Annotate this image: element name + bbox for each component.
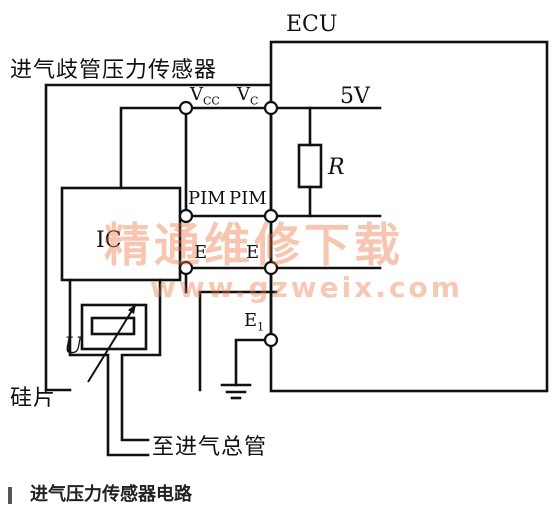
pim-left-label: PIM	[188, 188, 226, 209]
figure-caption: 进气压力传感器电路	[30, 484, 192, 505]
sensor-label: 进气歧管压力传感器	[10, 58, 218, 83]
u-label: U	[64, 334, 83, 359]
silicon-chip	[90, 316, 136, 336]
vc-label: VC	[237, 86, 258, 107]
resistor-label: R	[328, 155, 345, 180]
e1-label-sub: 1	[257, 320, 265, 334]
vc-label-main: V	[237, 84, 250, 105]
e2-right-label: E	[246, 242, 260, 263]
supply-label: 5V	[340, 84, 370, 109]
watermark-chinese: 精通维修下载	[104, 218, 404, 272]
node-pim-left	[178, 208, 194, 224]
vcc-wire	[119, 106, 382, 190]
node-vc	[263, 100, 279, 116]
e1-label-main: E	[244, 310, 258, 331]
watermark-url: www.gzweix.com	[150, 271, 463, 304]
node-e2-right	[263, 260, 279, 276]
caption-marker	[8, 487, 12, 504]
chip-housing-outer	[68, 278, 150, 457]
node-e2-left	[178, 260, 194, 276]
ic-label: IC	[96, 228, 122, 253]
node-pim-right	[263, 208, 279, 224]
resistor	[297, 143, 323, 189]
chip-frame	[80, 303, 148, 351]
to-manifold-label: 至进气总管	[152, 435, 268, 460]
chip-arrow-line	[87, 303, 137, 383]
chip-housing-outer-right	[120, 278, 162, 442]
vc-label-sub: C	[250, 94, 259, 108]
silicon-label: 硅片	[10, 386, 57, 411]
node-vcc	[178, 100, 194, 116]
e2-left-label: E	[194, 242, 208, 263]
sensor-housing-right	[198, 290, 278, 392]
sensor-housing	[44, 83, 272, 392]
node-e1	[263, 332, 279, 348]
pim-right-label: PIM	[229, 188, 267, 209]
vcc-label: VCC	[190, 86, 220, 107]
vcc-label-sub: CC	[203, 94, 220, 108]
chip-arrow-head	[128, 304, 136, 314]
e1-wire	[234, 338, 273, 387]
e1-label: E1	[244, 312, 264, 333]
vcc-label-main: V	[190, 84, 203, 105]
ecu-label: ECU	[286, 12, 338, 37]
